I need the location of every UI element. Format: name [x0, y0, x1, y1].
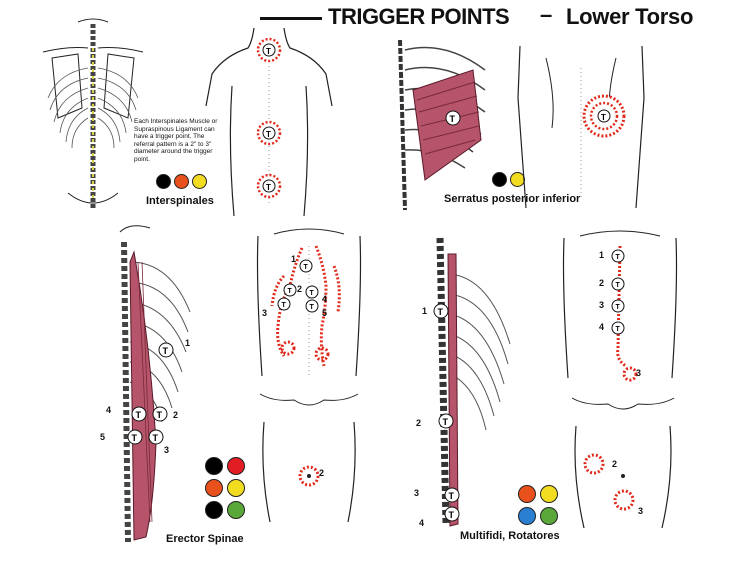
referral-zone: [613, 489, 635, 511]
trigger-marker: T: [136, 410, 142, 420]
muscle-number: 2: [173, 410, 179, 420]
pain-color-dot: [156, 174, 171, 189]
muscle-number: 3: [414, 488, 420, 498]
muscle-number: 4: [106, 405, 112, 415]
back-number: 3: [599, 300, 605, 310]
trigger-marker: T: [449, 491, 455, 501]
trigger-marker: T: [616, 326, 621, 333]
back-number: 4: [599, 322, 605, 332]
title-rule-left: [260, 17, 322, 20]
serratus-back-figure: T: [517, 45, 645, 209]
interspinales-spine-illustration: [42, 18, 144, 208]
trigger-marker: T: [443, 417, 449, 427]
trigger-marker: T: [449, 510, 455, 520]
pain-color-dot: [205, 457, 223, 475]
back-number: 2: [599, 278, 605, 288]
front-number: 2: [612, 459, 618, 469]
header: TRIGGER POINTS – Lower Torso: [260, 2, 730, 30]
back-number: 4: [322, 294, 328, 304]
trigger-marker: T: [438, 307, 444, 317]
trigger-marker: T: [132, 433, 138, 443]
front-number: 2: [319, 468, 325, 478]
trigger-marker: T: [163, 346, 169, 356]
referral-zone: [616, 245, 638, 382]
trigger-marker: T: [310, 304, 315, 311]
trigger-marker: T: [310, 290, 315, 297]
pain-color-dot: [227, 501, 245, 519]
pain-color-dot: [205, 501, 223, 519]
multifidi-label: Multifidi, Rotatores: [460, 530, 560, 542]
multifidi-back-figure: T T T T: [562, 230, 678, 382]
referral-zone: [270, 245, 341, 367]
title-sub: Lower Torso: [566, 4, 694, 29]
muscle-number: 1: [185, 338, 191, 348]
erector-pain-legend: [205, 457, 245, 519]
trigger-marker: T: [266, 183, 271, 192]
erector-front-figure: [259, 393, 359, 523]
interspinales-pain-legend: [156, 174, 207, 189]
referral-zone: [298, 465, 320, 487]
back-number: 1: [291, 254, 297, 264]
back-number: 2: [297, 284, 303, 294]
trigger-marker: T: [157, 410, 163, 420]
pain-color-dot: [227, 479, 245, 497]
pain-color-dot: [192, 174, 207, 189]
back-number: 3: [262, 308, 268, 318]
pain-color-dot: [174, 174, 189, 189]
trigger-marker: T: [616, 282, 621, 289]
trigger-marker: T: [282, 302, 287, 309]
erector-label: Erector Spinae: [166, 533, 244, 545]
front-number: 3: [638, 506, 644, 516]
multifidi-front-figure: [571, 397, 675, 529]
trigger-marker: T: [153, 433, 159, 443]
trigger-marker: T: [601, 113, 606, 122]
referral-zone: [583, 453, 605, 475]
pain-color-dot: [518, 485, 536, 503]
pain-color-dot: [518, 507, 536, 525]
pain-color-dot: [540, 507, 558, 525]
serratus-label: Serratus posterior inferior: [444, 193, 581, 205]
erector-back-figure: T T T T T: [256, 228, 362, 377]
pain-color-dot: [227, 457, 245, 475]
interspinales-note: Each Interspinales Muscle or Supraspinou…: [134, 118, 218, 163]
trigger-marker: T: [266, 130, 271, 139]
muscle-number: 5: [100, 432, 106, 442]
serratus-pain-legend: [492, 172, 525, 187]
trigger-marker: T: [304, 264, 309, 271]
back-number: 5: [322, 308, 328, 318]
serratus-muscle-illustration: T: [398, 39, 486, 211]
erector-spinae-muscle-illustration: [119, 225, 191, 543]
trigger-marker: T: [266, 47, 271, 56]
pain-color-dot: [205, 479, 223, 497]
interspinales-back-figure: T T T: [205, 27, 333, 217]
muscle-number: 3: [164, 445, 170, 455]
trigger-marker: T: [450, 114, 456, 124]
trigger-marker: T: [288, 288, 293, 295]
back-number: 1: [599, 250, 605, 260]
pain-color-dot: [492, 172, 507, 187]
trigger-marker: T: [616, 254, 621, 261]
pain-color-dot: [540, 485, 558, 503]
title-main: TRIGGER POINTS: [328, 4, 510, 29]
interspinales-label: Interspinales: [146, 195, 214, 207]
multifidi-pain-legend: [518, 485, 558, 525]
back-number: 3: [636, 368, 642, 378]
title-dash: –: [540, 2, 553, 27]
muscle-number: 4: [419, 518, 425, 528]
muscle-number: 1: [422, 306, 428, 316]
muscle-number: 2: [416, 418, 422, 428]
multifidi-muscle-illustration: [436, 237, 511, 527]
trigger-marker: T: [616, 304, 621, 311]
